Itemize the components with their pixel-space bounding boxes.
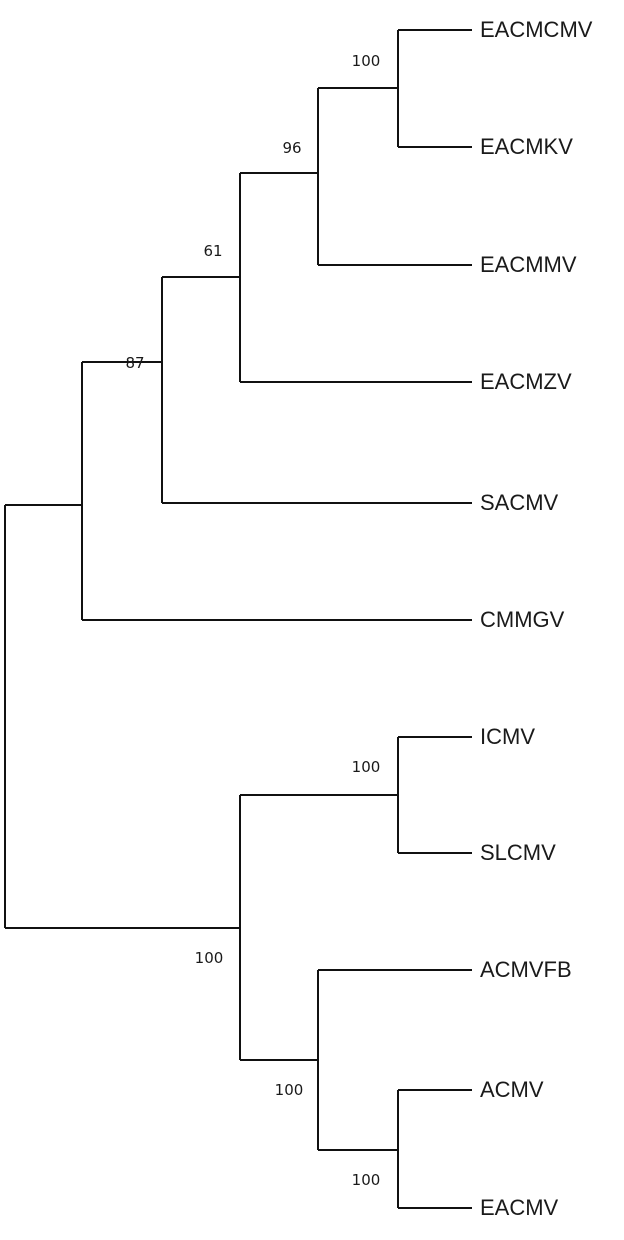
support-value: 100	[352, 52, 381, 70]
leaf-label: SACMV	[480, 490, 559, 515]
leaf-label: EACMCMV	[480, 17, 593, 42]
leaf-label: CMMGV	[480, 607, 565, 632]
leaf-label: EACMMV	[480, 252, 577, 277]
support-value: 96	[282, 139, 301, 157]
support-value: 100	[195, 949, 224, 967]
leaf-label: SLCMV	[480, 840, 556, 865]
support-value: 100	[352, 1171, 381, 1189]
leaf-label: ACMVFB	[480, 957, 572, 982]
leaf-label: EACMV	[480, 1195, 559, 1220]
support-value: 61	[203, 242, 222, 260]
support-value: 100	[275, 1081, 304, 1099]
leaf-label: EACMKV	[480, 134, 573, 159]
leaf-label: EACMZV	[480, 369, 572, 394]
leaf-label: ICMV	[480, 724, 535, 749]
support-value: 100	[352, 758, 381, 776]
support-value: 87	[125, 354, 144, 372]
leaf-label: ACMV	[480, 1077, 544, 1102]
